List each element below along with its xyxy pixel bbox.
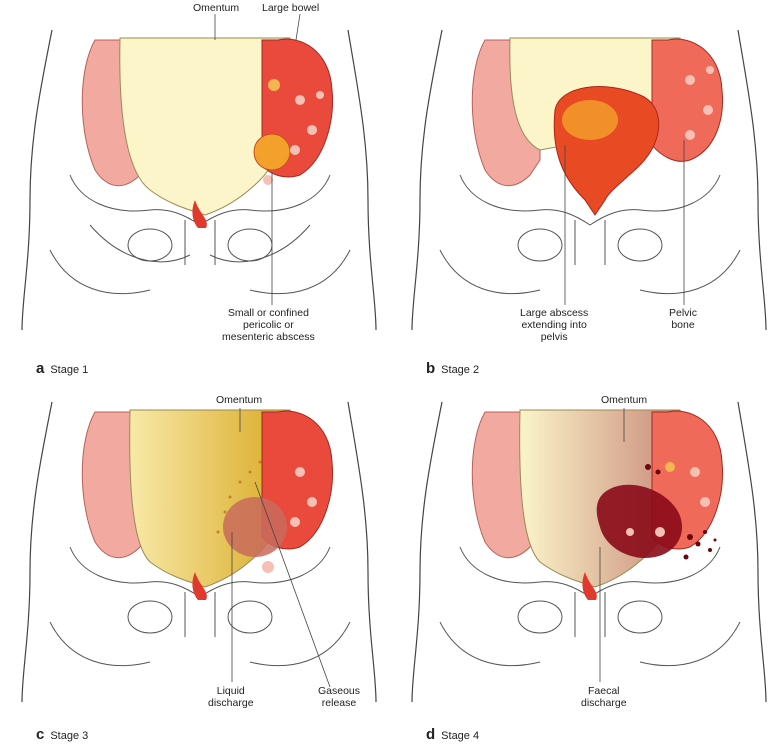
leader-lines <box>231 408 331 688</box>
label-gaseous-release: Gaseous release <box>318 685 361 709</box>
discharge-area <box>223 497 287 557</box>
caption-stage-3: c Stage 3 <box>36 726 88 743</box>
body-outline <box>21 29 377 331</box>
leader-lines <box>599 408 625 682</box>
caption-stage-1: a Stage 1 <box>36 360 88 377</box>
diverticula <box>262 467 317 573</box>
sigmoid-colon <box>192 200 207 228</box>
label-faecal-discharge: Faecal discharge <box>581 685 627 709</box>
panel-letter: d <box>426 726 436 743</box>
label-omentum: Omentum <box>193 2 240 14</box>
pelvic-bone <box>439 174 741 295</box>
label-small-abscess: Small or confined pericolic or mesenteri… <box>222 307 315 343</box>
stage-label: Stage 2 <box>441 364 480 376</box>
caption-stage-4: d Stage 4 <box>426 726 479 743</box>
stage-4-illustration <box>411 401 767 703</box>
faecal-mass <box>596 484 683 558</box>
label-pelvic-bone: Pelvic bone <box>669 307 698 331</box>
caption-stage-2: b Stage 2 <box>426 360 479 377</box>
stage-3-illustration <box>21 401 377 703</box>
stage-1-illustration <box>21 13 377 331</box>
label-large-abscess: Large abscess extending into pelvis <box>520 307 589 343</box>
descending-colon <box>651 38 724 162</box>
stage-label: Stage 4 <box>441 730 480 742</box>
panel-letter: a <box>36 360 45 377</box>
panel-letter: b <box>426 360 436 377</box>
gas-dots <box>216 460 262 534</box>
label-omentum: Omentum <box>216 394 263 406</box>
label-large-bowel: Large bowel <box>262 2 320 14</box>
stage-2-illustration <box>411 29 767 331</box>
diverticula <box>263 91 324 185</box>
abscess-small <box>253 133 291 171</box>
leader-lines <box>564 140 685 305</box>
panel-stage-4: Omentum Faecal discharge d Stage 4 <box>390 372 780 744</box>
panel-letter: c <box>36 726 45 743</box>
label-liquid-discharge: Liquid discharge <box>208 685 254 709</box>
diverticula <box>685 66 714 140</box>
panel-stage-3: Omentum Liquid discharge Gaseous release… <box>0 372 390 744</box>
diverticula <box>626 467 710 537</box>
stage-label: Stage 1 <box>50 364 89 376</box>
faecal-spray <box>645 464 717 560</box>
stage-label: Stage 3 <box>50 730 89 742</box>
body-outline <box>411 29 767 331</box>
panel-stage-1: Omentum Large bowel Small or confined pe… <box>0 0 390 377</box>
body-outline <box>411 401 767 703</box>
leader-lines <box>214 13 301 305</box>
body-outline <box>21 401 377 703</box>
label-omentum: Omentum <box>601 394 648 406</box>
panel-stage-2: Large abscess extending into pelvis Pelv… <box>390 0 780 377</box>
